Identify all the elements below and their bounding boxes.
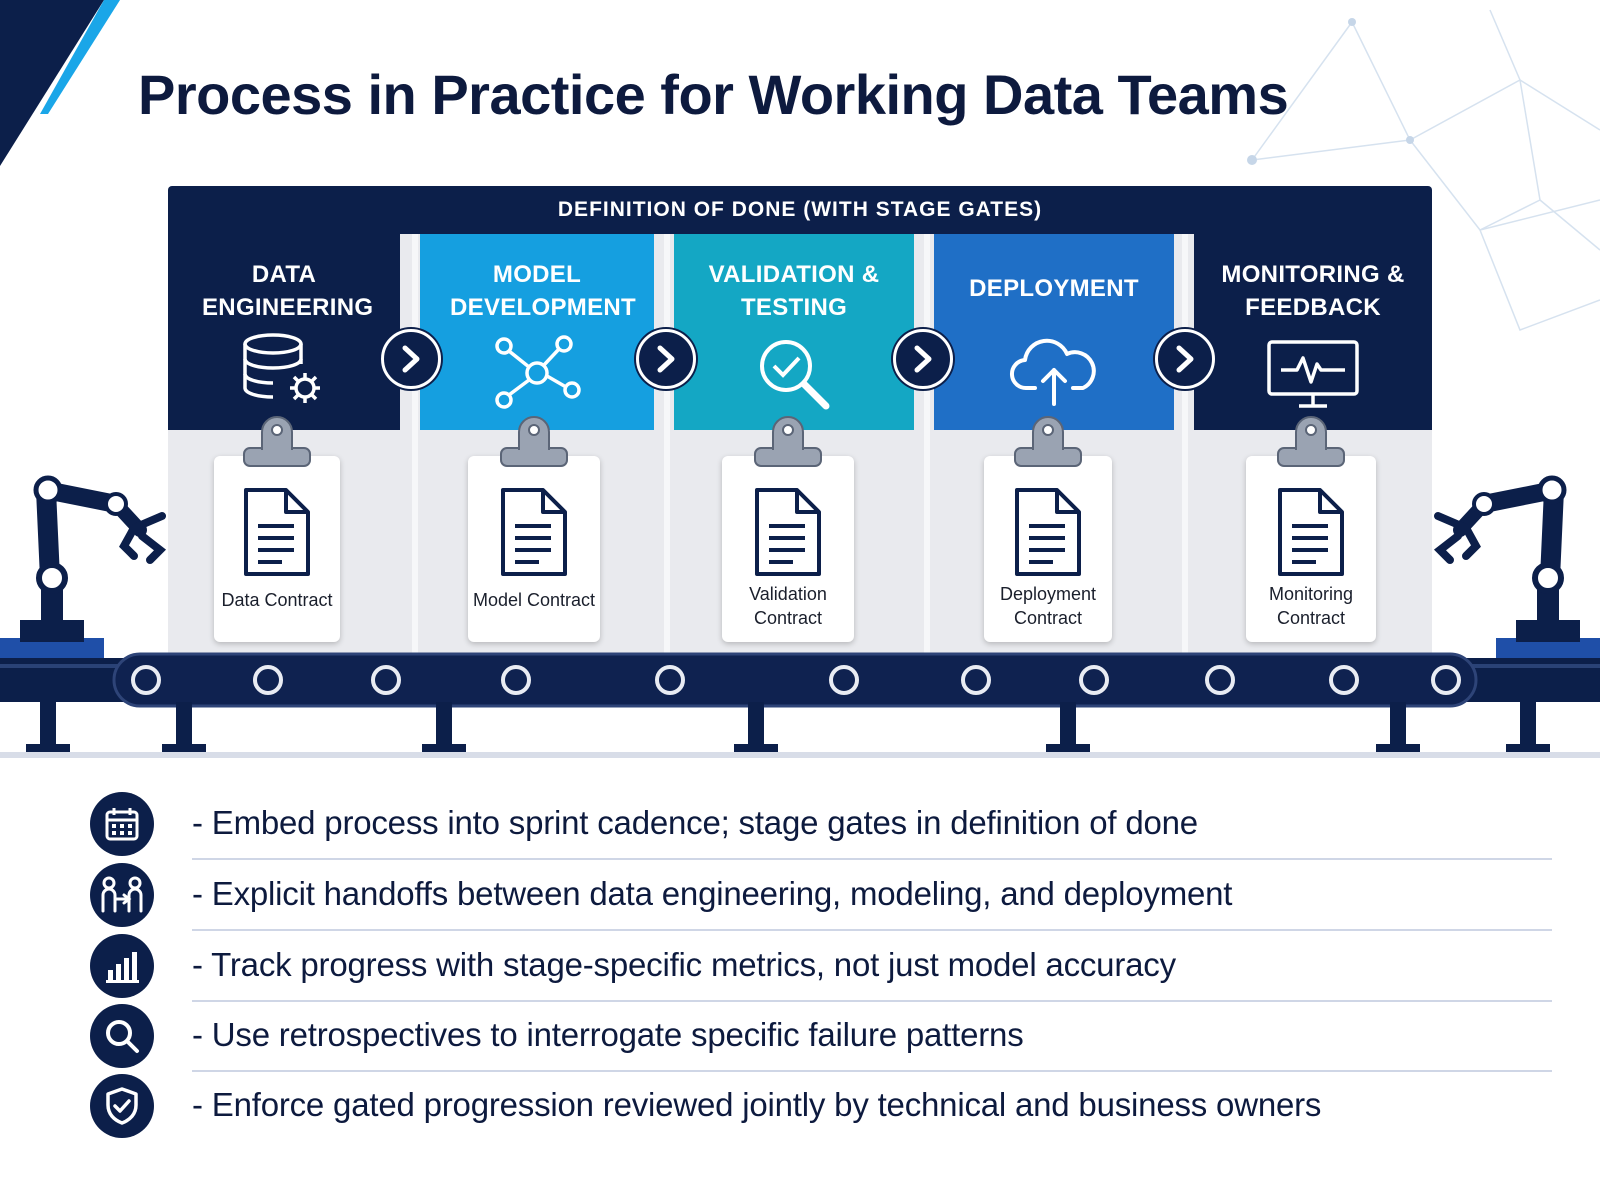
stage-data-engineering: DATA ENGINEERING: [168, 234, 400, 658]
bar-chart-icon: [90, 934, 154, 998]
stage-label: DATA ENGINEERING: [202, 261, 374, 321]
contract-card-deployment: Deployment Contract: [984, 456, 1112, 642]
stage-label: VALIDATION & TESTING: [708, 261, 880, 321]
network-nodes-icon: [495, 335, 581, 409]
stage-header: DATA ENGINEERING: [168, 234, 400, 430]
clipboard-clip-icon: [1277, 416, 1345, 467]
calendar-icon: [90, 792, 154, 856]
document-icon: [244, 488, 310, 576]
monitor-pulse-icon: [1267, 340, 1359, 408]
stage-model-development: MODEL DEVELOPMENT: [420, 234, 654, 658]
search-icon: [90, 1004, 154, 1068]
next-stage-arrow: [1155, 329, 1215, 389]
clipboard-clip-icon: [500, 416, 568, 467]
contract-label: Deployment Contract: [999, 584, 1097, 628]
list-item: - Track progress with stage-specific met…: [0, 932, 1600, 1004]
stage-validation-testing: VALIDATION & TESTING: [674, 234, 914, 658]
document-icon: [755, 488, 821, 576]
clipboard-clip-icon: [1014, 416, 1082, 467]
divider: [192, 1070, 1552, 1072]
list-item: - Enforce gated progression reviewed joi…: [0, 1072, 1600, 1144]
cloud-upload-icon: [1009, 338, 1096, 406]
clipboard-clip-icon: [754, 416, 822, 467]
contract-label: Monitoring Contract: [1268, 584, 1354, 628]
document-icon: [1015, 488, 1081, 576]
contract-label: Data Contract: [221, 590, 333, 610]
stage-divider: [412, 234, 418, 658]
stage-header: MONITORING & FEEDBACK: [1194, 234, 1432, 430]
list-item-text: - Explicit handoffs between data enginee…: [192, 875, 1233, 912]
stage-divider: [664, 234, 670, 658]
next-stage-arrow: [893, 329, 953, 389]
contract-card-monitoring: Monitoring Contract: [1246, 456, 1376, 642]
list-item: - Use retrospectives to interrogate spec…: [0, 1002, 1600, 1074]
page-title: Process in Practice for Working Data Tea…: [138, 63, 1289, 126]
contract-card-model: Model Contract: [468, 456, 600, 642]
list-item-text: - Use retrospectives to interrogate spec…: [192, 1016, 1024, 1053]
stage-deployment: DEPLOYMENT: [934, 234, 1174, 658]
divider: [192, 858, 1552, 860]
shield-check-icon: [90, 1074, 154, 1138]
stage-divider: [1182, 234, 1188, 658]
conveyor-belt: [0, 652, 1600, 758]
contract-card-validation: Validation Contract: [722, 456, 854, 642]
stage-label: MODEL DEVELOPMENT: [450, 261, 636, 321]
stage-header: MODEL DEVELOPMENT: [420, 234, 654, 430]
divider: [192, 929, 1552, 931]
next-stage-arrow: [636, 329, 696, 389]
stage-header: DEPLOYMENT: [934, 234, 1174, 430]
stage-divider: [924, 234, 930, 658]
document-icon: [1278, 488, 1344, 576]
network-mesh-decoration: [1247, 9, 1600, 331]
handoff-icon: [90, 863, 154, 927]
magnifier-check-icon: [760, 340, 830, 410]
document-icon: [501, 488, 567, 576]
list-item-text: - Embed process into sprint cadence; sta…: [192, 804, 1198, 841]
corner-accent: [0, 0, 120, 166]
stage-monitoring-feedback: MONITORING & FEEDBACK: [1194, 234, 1432, 658]
definition-of-done-banner: DEFINITION OF DONE (WITH STAGE GATES): [168, 186, 1432, 234]
list-item-text: - Track progress with stage-specific met…: [192, 946, 1176, 983]
stage-label: DEPLOYMENT: [969, 275, 1139, 302]
list-item: - Embed process into sprint cadence; sta…: [0, 790, 1600, 862]
list-item-text: - Enforce gated progression reviewed joi…: [192, 1086, 1322, 1123]
contract-label: Model Contract: [472, 590, 596, 610]
list-item: - Explicit handoffs between data enginee…: [0, 861, 1600, 933]
database-gear-icon: [243, 333, 320, 403]
divider: [192, 1000, 1552, 1002]
stage-header: VALIDATION & TESTING: [674, 234, 914, 430]
next-stage-arrow: [381, 329, 441, 389]
stage-label: MONITORING & FEEDBACK: [1221, 261, 1405, 321]
contract-label: Validation Contract: [749, 584, 827, 628]
contract-card-data: Data Contract: [214, 456, 340, 642]
clipboard-clip-icon: [243, 416, 311, 467]
